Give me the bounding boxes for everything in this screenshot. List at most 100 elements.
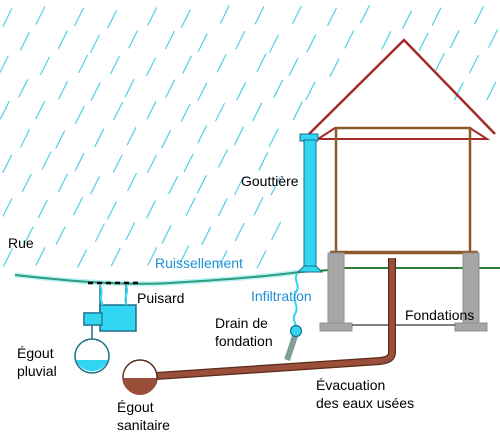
rain-streak — [273, 79, 284, 99]
rain-streak — [89, 34, 100, 54]
rain-streak — [486, 81, 497, 101]
foundation-right-footing — [454, 322, 488, 332]
storm-sewer — [74, 325, 110, 374]
rain-streak — [2, 8, 13, 27]
catch-basin-box — [99, 304, 137, 332]
rain-streak — [474, 5, 485, 25]
rain-streak — [305, 81, 316, 101]
label-rue: Rue — [8, 235, 34, 251]
rain-streak — [269, 34, 280, 53]
rain-streak — [128, 30, 139, 49]
rain-streak — [73, 196, 84, 216]
rain-streak — [107, 10, 118, 29]
rain-streak — [268, 128, 279, 147]
runoff-glow — [14, 269, 301, 287]
rain-streak — [57, 30, 68, 49]
rain-streak — [252, 102, 263, 122]
rain-streak — [19, 32, 30, 51]
rain-streak — [2, 248, 14, 267]
rain-streak — [217, 198, 228, 217]
rain-streak — [469, 54, 480, 74]
foundation-left-footing — [319, 322, 353, 332]
rain-streak — [271, 221, 282, 241]
rain-streak — [18, 79, 29, 98]
rain-streak — [74, 105, 85, 125]
rain-streak — [74, 152, 85, 172]
rain-streak — [146, 101, 157, 120]
label-infiltration: Infiltration — [251, 288, 312, 304]
label-egout-sanitaire-line2: sanitaire — [117, 417, 170, 433]
rain-streak — [35, 6, 46, 25]
rain-streak — [164, 30, 175, 50]
rain-streak — [39, 56, 50, 76]
rain — [0, 5, 499, 269]
rain-streak — [214, 102, 226, 122]
rain-streak — [254, 6, 265, 25]
rain-streak — [253, 196, 264, 216]
label-ruissellement: Ruissellement — [155, 255, 243, 271]
rain-streak — [292, 101, 303, 121]
rain-streak — [55, 226, 66, 245]
rain-streak — [55, 130, 66, 149]
rain-streak — [431, 7, 442, 26]
roof — [301, 38, 496, 142]
rain-streak — [0, 55, 9, 74]
rain-streak — [110, 247, 121, 267]
rain-streak — [179, 245, 190, 265]
gutter-top — [299, 133, 319, 142]
rain-streak — [381, 31, 392, 50]
rain-streak — [182, 55, 193, 74]
foundations — [319, 252, 488, 332]
rain-streak — [180, 103, 191, 123]
label-egout-sanitaire-line1: Égout — [117, 399, 154, 415]
rain-streak — [73, 7, 85, 27]
label-puisard: Puisard — [137, 290, 184, 306]
rain-streak — [326, 7, 338, 27]
rain-streak — [418, 32, 429, 52]
sanitary-evacuation — [155, 258, 396, 380]
rain-streak — [291, 5, 302, 25]
rain-streak — [401, 10, 413, 30]
rain-streak — [90, 82, 101, 101]
label-egout-pluvial-line1: Égout — [17, 345, 54, 361]
rain-streak — [201, 226, 212, 246]
rain-streak — [453, 81, 464, 101]
rain-streak — [197, 82, 208, 102]
sanitary-sewer — [122, 359, 158, 395]
rain-streak — [168, 175, 179, 195]
ground-line — [14, 267, 500, 285]
label-gouttiere: Gouttière — [241, 173, 299, 189]
house — [301, 38, 496, 255]
house-walls — [334, 126, 472, 255]
rain-streak — [126, 126, 137, 146]
rain-streak — [35, 100, 46, 120]
rain-streak — [124, 78, 135, 98]
drain-opening — [289, 324, 303, 338]
label-fondations: Fondations — [405, 307, 474, 323]
rain-streak — [233, 176, 245, 196]
rain-streak — [165, 79, 176, 98]
rain-streak — [37, 199, 48, 219]
rain-streak — [57, 81, 69, 100]
rain-streak — [112, 154, 123, 173]
foundation-left-pier — [327, 252, 345, 329]
rain-streak — [57, 173, 68, 193]
rain-streak — [2, 198, 13, 217]
rain-streak — [288, 57, 299, 76]
rain-streak — [217, 250, 228, 269]
rain-streak — [270, 177, 281, 196]
rain-streak — [258, 152, 269, 171]
rain-streak — [78, 54, 89, 74]
rain-streak — [235, 30, 246, 50]
label-drain-line1: Drain de — [215, 315, 268, 331]
rain-streak — [109, 55, 121, 75]
rain-streak — [161, 225, 172, 244]
rain-streak — [449, 30, 460, 49]
label-drain-line2: fondation — [215, 333, 273, 349]
rain-streak — [113, 101, 124, 121]
catch-basin-inflow — [99, 285, 129, 306]
rain-streak — [488, 29, 499, 48]
rain-streak — [35, 247, 46, 266]
